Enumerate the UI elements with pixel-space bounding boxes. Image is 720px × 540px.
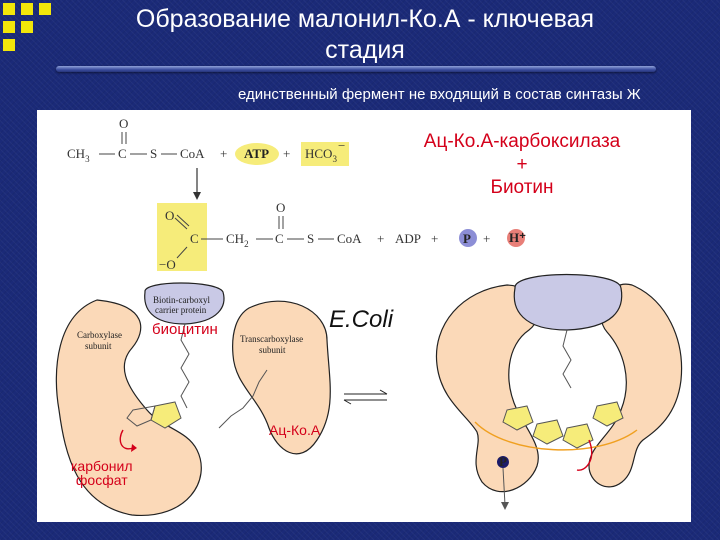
enzyme-cofactor: Биотин	[490, 177, 554, 198]
atp-molecule: ATP	[235, 143, 279, 165]
plus-sign: +	[283, 146, 290, 161]
enzyme-label: Ац-Ко.А-карбоксилаза + Биотин	[397, 130, 647, 199]
logo-squares	[0, 0, 70, 70]
carbonyl-phosphate-line1: карбонил	[71, 458, 133, 474]
proton: H⁺	[507, 229, 526, 247]
bccp-domain-right	[513, 273, 623, 331]
svg-text:subunit: subunit	[259, 345, 286, 355]
slide-title-line1: Образование малонил-Ко.А - ключевая	[135, 5, 595, 33]
svg-text:C: C	[275, 231, 284, 246]
acyl-coa-label: Ац-Ко.А	[269, 422, 321, 438]
carbonyl-phosphate-label: карбонил фосфат	[71, 459, 133, 487]
svg-text:CoA: CoA	[337, 231, 362, 246]
transcarboxylase-subunit	[232, 300, 331, 455]
bicarbonate-molecule: HCO3 −	[301, 138, 349, 166]
svg-text:P: P	[499, 454, 507, 469]
enzyme-name: Ац-Ко.А-карбоксилаза	[423, 131, 621, 152]
enzyme-plus: +	[516, 154, 528, 175]
carbonyl-phosphate-line2: фосфат	[75, 472, 128, 488]
phosphate-circle-right: P	[497, 454, 509, 510]
svg-text:H⁺: H⁺	[509, 230, 526, 245]
slide-subtitle: единственный фермент не входящий в соста…	[238, 86, 641, 103]
plus-sign: +	[220, 146, 227, 161]
svg-text:O: O	[276, 200, 285, 215]
equilibrium-arrows	[343, 389, 388, 405]
carboxylase-subunit	[55, 299, 202, 516]
transcarboxylase-label: Transcarboxylase subunit	[240, 334, 303, 355]
svg-text:Biotin-carboxyl: Biotin-carboxyl	[153, 295, 210, 305]
biotin-ring-cluster	[474, 329, 638, 471]
svg-text:CoA: CoA	[180, 146, 205, 161]
bccp-label: Biotin-carboxyl carrier protein	[153, 295, 210, 315]
plus-sign: +	[431, 231, 438, 246]
svg-text:P: P	[463, 231, 471, 246]
svg-text:carrier protein: carrier protein	[155, 305, 207, 315]
biocytin-label: биоцитин	[152, 321, 218, 338]
carboxylase-label: Carboxylase subunit	[77, 330, 122, 351]
reactant-acetyl-coa: CH3 C O S CoA	[67, 116, 205, 164]
plus-sign: +	[483, 231, 490, 246]
svg-text:−O: −O	[159, 257, 176, 272]
plus-sign: +	[377, 231, 384, 246]
svg-text:C: C	[118, 146, 127, 161]
svg-text:S: S	[307, 231, 314, 246]
bccp-domain	[144, 282, 225, 325]
title-rule	[56, 66, 656, 72]
svg-text:C: C	[190, 231, 199, 246]
svg-text:ATP: ATP	[244, 146, 269, 161]
svg-text:O: O	[165, 208, 174, 223]
svg-text:−: −	[338, 138, 345, 153]
svg-text:Transcarboxylase: Transcarboxylase	[240, 334, 303, 344]
slide-title-line2: стадия	[325, 36, 405, 64]
biotin-arm	[119, 323, 268, 452]
svg-text:O: O	[119, 116, 128, 131]
carboxylase-subunit-right	[435, 284, 539, 493]
transcarboxylase-subunit-right	[588, 283, 683, 488]
svg-text:Carboxylase: Carboxylase	[77, 330, 122, 340]
reaction-figure: CH3 C O S CoA + ATP + HCO3 − O	[37, 110, 691, 522]
svg-text:CH3: CH3	[67, 146, 90, 164]
phosphate-molecule: P	[459, 229, 477, 247]
organism-label: E.Coli	[329, 306, 394, 333]
svg-text:HCO3: HCO3	[305, 146, 337, 164]
svg-text:subunit: subunit	[85, 341, 112, 351]
svg-text:S: S	[150, 146, 157, 161]
product-malonyl-coa: O C −O CH2 C O S CoA	[157, 200, 362, 272]
reaction-diagram-svg: CH3 C O S CoA + ATP + HCO3 − O	[55, 116, 683, 516]
slide-title: Образование малонил-Ко.А - ключевая стад…	[130, 4, 600, 66]
svg-text:CH2: CH2	[226, 231, 249, 249]
adp-label: ADP	[395, 231, 421, 246]
